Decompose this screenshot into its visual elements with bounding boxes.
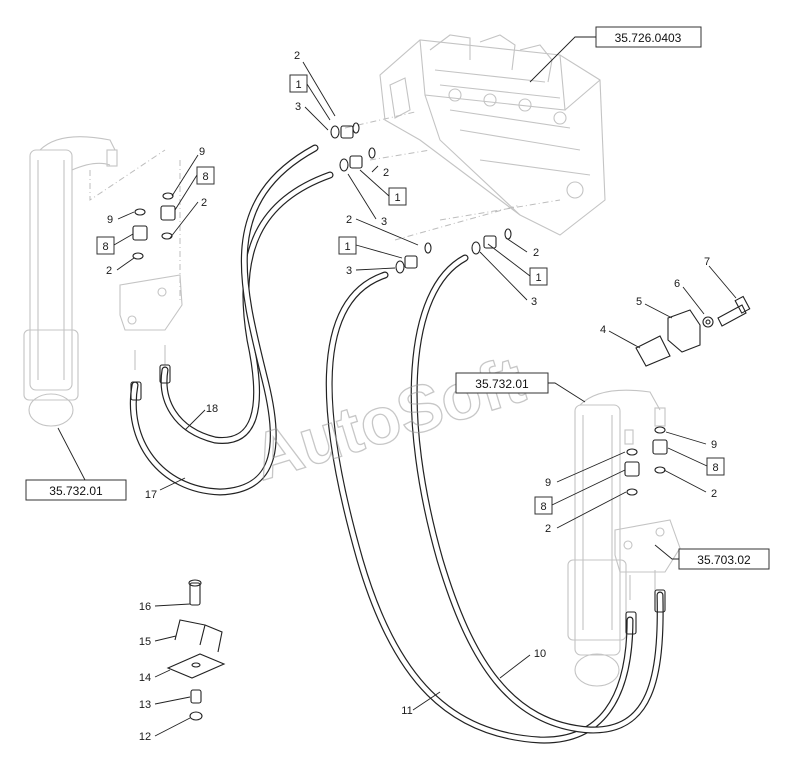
callout: 9 <box>107 214 113 226</box>
ref-valve[interactable]: 35.726.0403 <box>529 26 702 83</box>
callout: 2 <box>545 523 551 535</box>
callout: 2 <box>533 247 539 259</box>
callout: 2 <box>346 214 352 226</box>
left-cylinder-ghost <box>23 136 183 427</box>
callout: 3 <box>381 216 387 228</box>
control-valve-ghost <box>344 34 606 241</box>
callout: 2 <box>711 488 717 500</box>
callout: 12 <box>139 731 151 743</box>
callout: 1 <box>535 272 541 284</box>
callout: 5 <box>636 296 642 308</box>
bolt-assembly <box>635 295 751 367</box>
callout: 2 <box>201 197 207 209</box>
boxed-callouts <box>96 74 725 515</box>
callout: 2 <box>294 50 300 62</box>
ref-right-cylinder[interactable]: 35.732.01 <box>455 372 586 403</box>
watermark: AutoSoft <box>244 342 532 494</box>
callout: 16 <box>139 601 151 613</box>
callout: 3 <box>295 101 301 113</box>
ref-right-block-text: 35.703.02 <box>697 553 751 567</box>
right-cylinder-ghost <box>567 389 681 687</box>
callout: 13 <box>139 699 151 711</box>
ref-right-block[interactable]: 35.703.02 <box>654 544 770 570</box>
callout: 9 <box>711 439 717 451</box>
callout: 15 <box>139 636 151 648</box>
callout: 8 <box>540 501 546 513</box>
callout: 3 <box>346 265 352 277</box>
callout: 8 <box>202 171 208 183</box>
ref-left-cylinder-text: 35.732.01 <box>49 484 103 498</box>
callout: 8 <box>712 462 718 474</box>
hoses <box>129 144 664 744</box>
callout: 10 <box>534 648 546 660</box>
fittings <box>130 122 668 635</box>
callout: 9 <box>199 146 205 158</box>
ref-left-cylinder[interactable]: 35.732.01 <box>25 427 127 501</box>
callout: 2 <box>106 265 112 277</box>
leader-lines <box>113 61 737 737</box>
callout: 1 <box>394 192 400 204</box>
clamp-assembly <box>166 579 226 721</box>
ref-valve-text: 35.726.0403 <box>615 31 682 45</box>
callout: 1 <box>295 79 301 91</box>
callout: 8 <box>102 241 108 253</box>
callout: 2 <box>383 167 389 179</box>
callout: 11 <box>401 705 412 717</box>
callout: 3 <box>531 296 537 308</box>
callout: 17 <box>145 489 157 501</box>
callout: 9 <box>545 477 551 489</box>
callout-labels: 2 1 3 2 1 3 2 1 3 2 1 3 9 8 2 9 8 2 7 6 … <box>102 50 718 743</box>
callout: 6 <box>674 278 680 290</box>
hose-11 <box>325 271 634 744</box>
callout: 7 <box>704 256 710 268</box>
callout: 4 <box>600 324 606 336</box>
callout: 14 <box>139 672 151 684</box>
ref-right-cylinder-text: 35.732.01 <box>475 377 529 391</box>
callout: 1 <box>344 241 350 253</box>
callout: 18 <box>206 403 218 415</box>
